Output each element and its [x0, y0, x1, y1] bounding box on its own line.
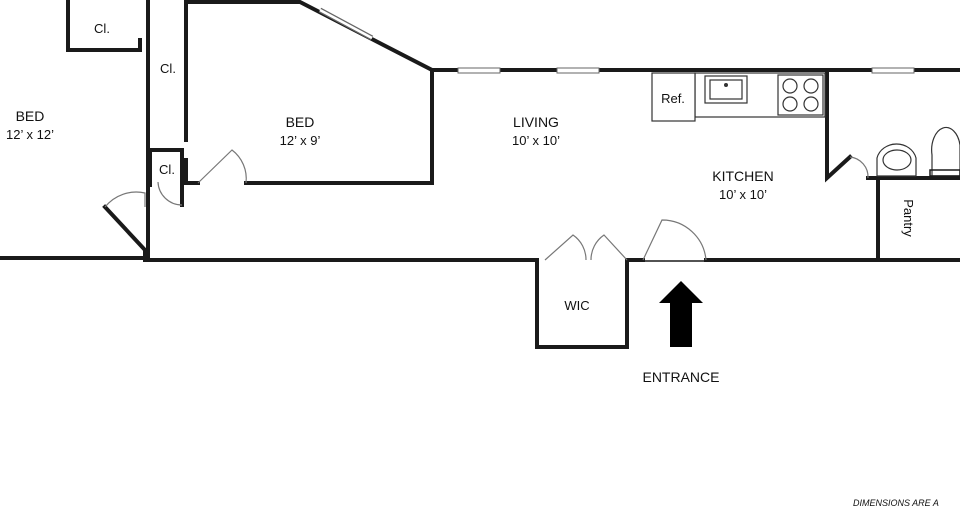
entrance: ENTRANCE	[642, 281, 720, 385]
kitchen-label: KITCHEN	[712, 168, 773, 184]
windows	[318, 7, 915, 74]
entrance-arrow-icon	[659, 281, 703, 347]
refrigerator-icon	[651, 72, 696, 122]
kitchen-dims: 10’ x 10’	[719, 187, 767, 202]
walls	[0, 0, 960, 349]
kitchen-fixtures	[651, 72, 826, 122]
bed2-dims: 12’ x 9’	[280, 133, 321, 148]
fridge-label: Ref.	[661, 91, 685, 106]
room-labels: BED 12’ x 12’ BED 12’ x 9’ LIVING 10’ x …	[6, 21, 916, 313]
living-dims: 10’ x 10’	[512, 133, 560, 148]
entrance-label: ENTRANCE	[642, 369, 719, 385]
closet-label-small: Cl.	[159, 162, 175, 177]
closet-label-top: Cl.	[94, 21, 110, 36]
doors	[104, 149, 869, 262]
bed1-label: BED	[16, 108, 45, 124]
bed2-label: BED	[286, 114, 315, 130]
pantry-label: Pantry	[901, 199, 916, 237]
closet-label-middle: Cl.	[160, 61, 176, 76]
dimensions-note: DIMENSIONS ARE A	[853, 498, 939, 507]
living-label: LIVING	[513, 114, 559, 130]
bed1-dims: 12’ x 12’	[6, 127, 54, 142]
wic-label: WIC	[564, 298, 589, 313]
bath-fixtures	[876, 126, 960, 177]
toilet-icon	[931, 126, 960, 177]
